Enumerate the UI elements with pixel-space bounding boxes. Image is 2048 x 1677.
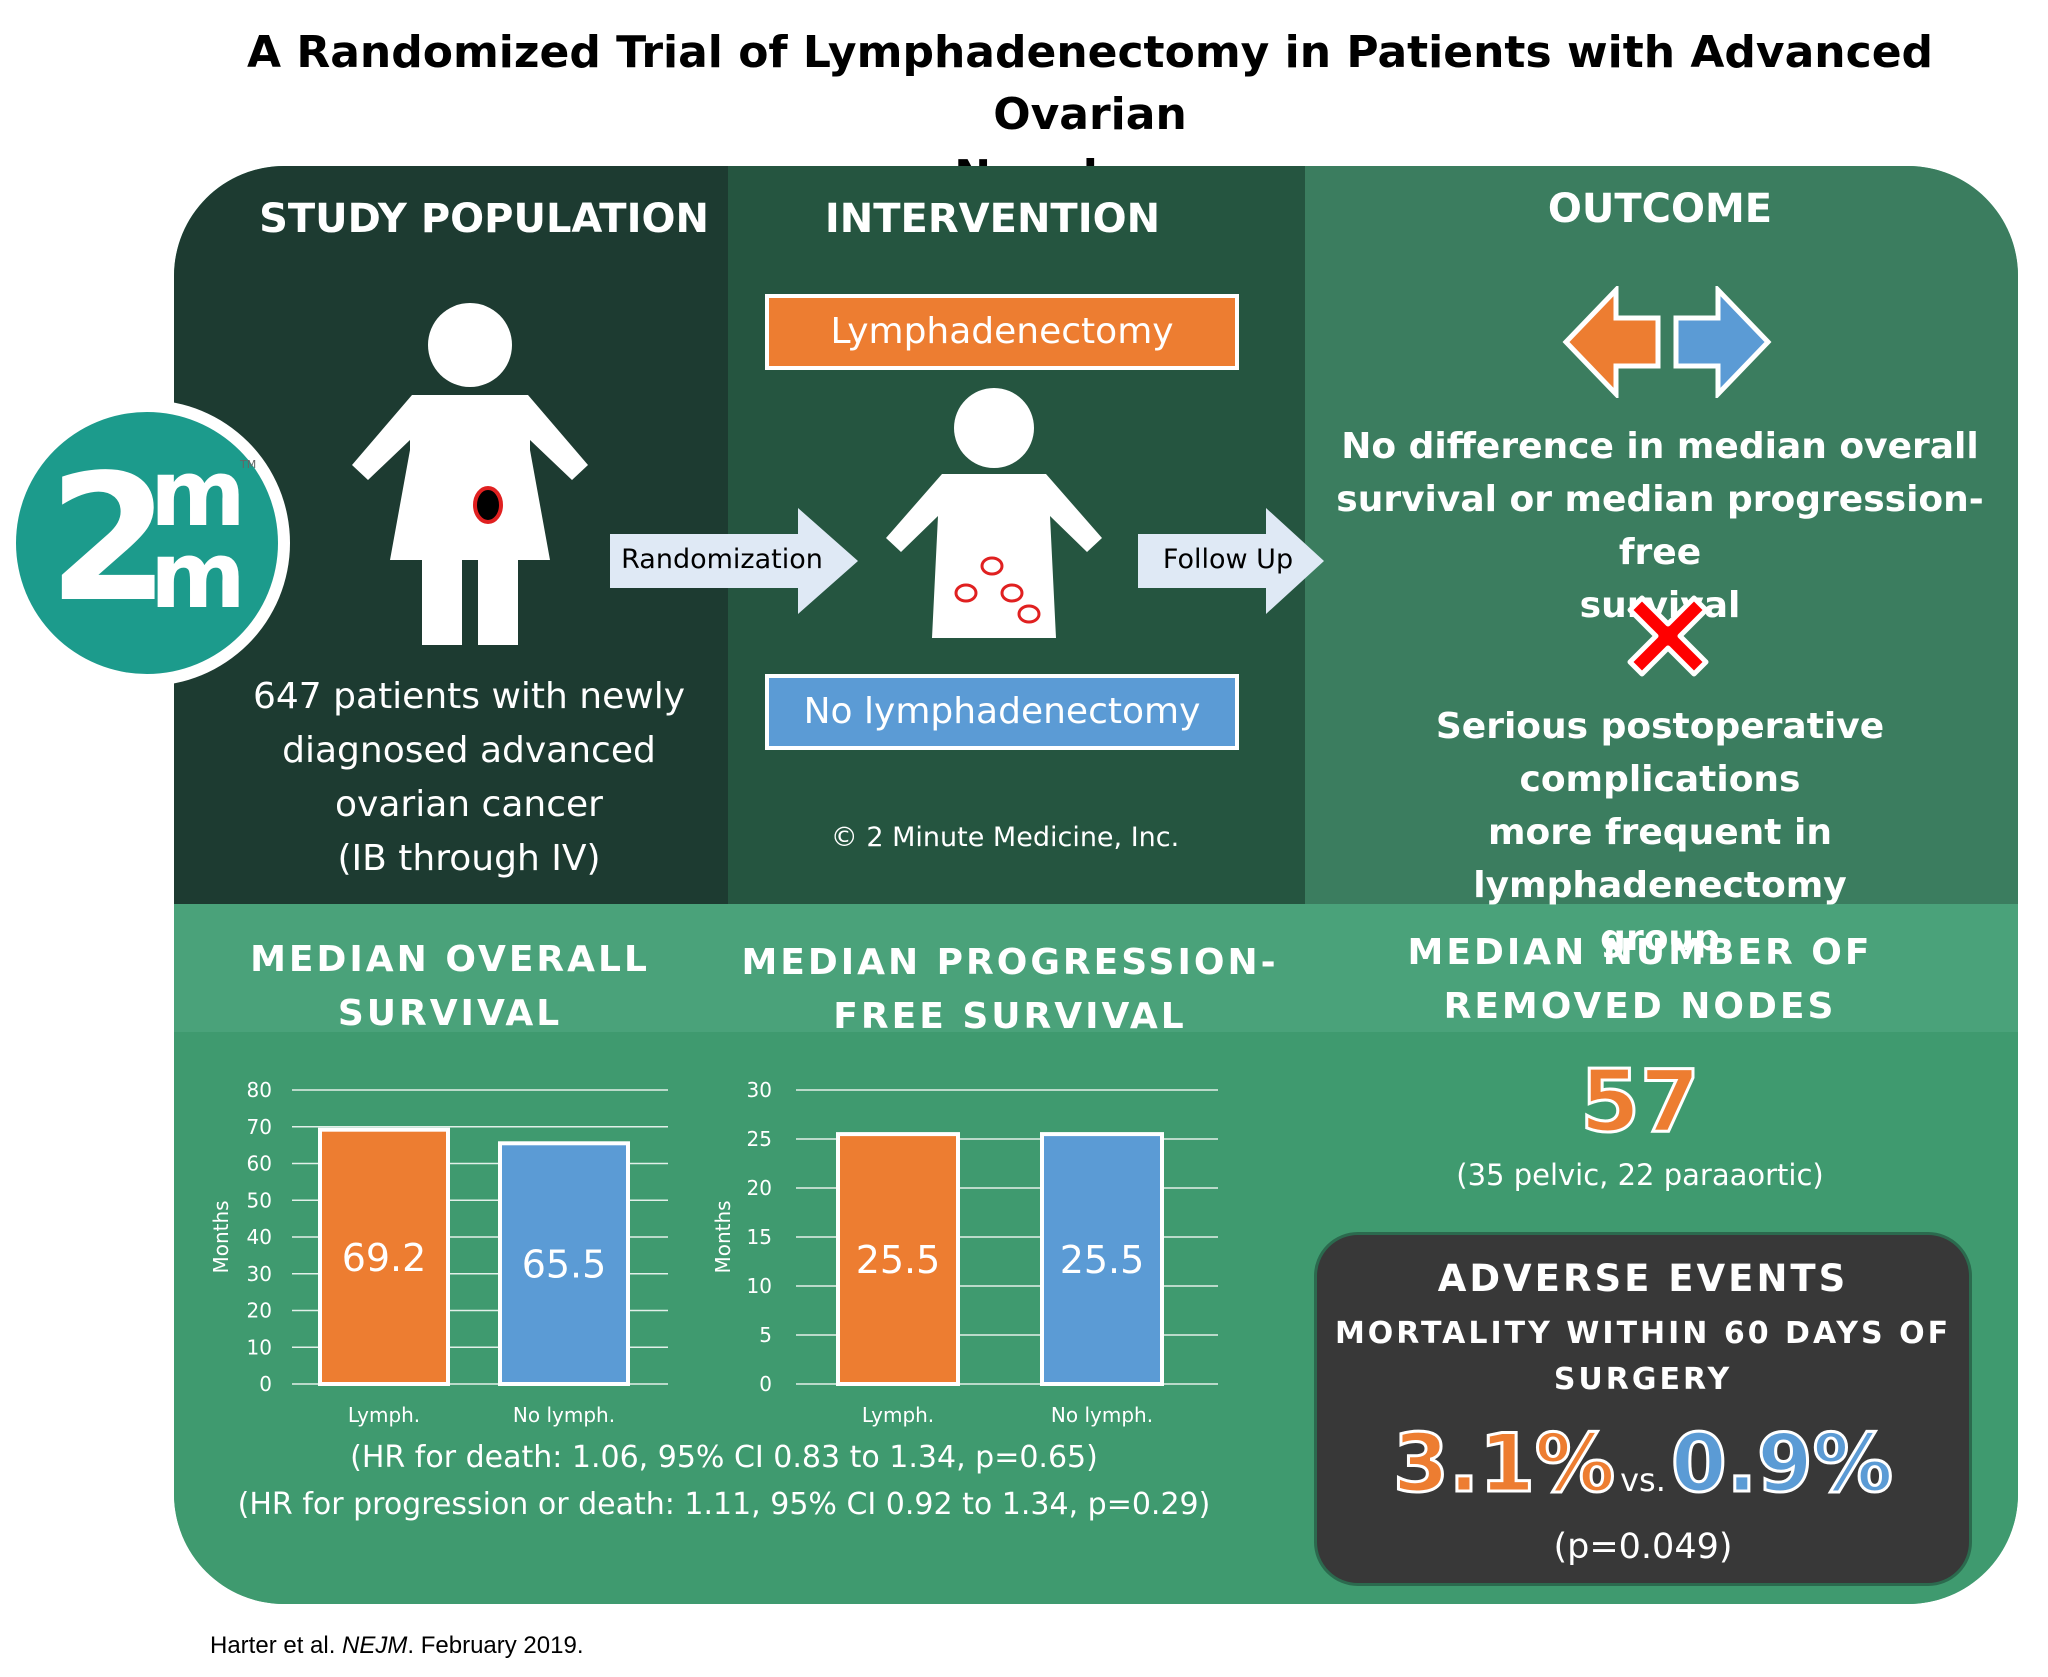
female-patient-lymph-nodes-icon — [886, 388, 1102, 638]
y-tick-label: 0 — [759, 1372, 772, 1396]
bar-value-label: 25.5 — [1060, 1238, 1145, 1282]
bar-value-label: 69.2 — [342, 1236, 427, 1280]
population-line-4: (IB through IV) — [337, 838, 601, 879]
hr-death-line: (HR for death: 1.06, 95% CI 0.83 to 1.34… — [350, 1440, 1098, 1475]
nodes-header-line-2: REMOVED NODES — [1443, 986, 1837, 1027]
outcome-secondary-result: Serious postoperative complications more… — [1300, 700, 2020, 965]
mortality-lymph-value: 3.1% — [1392, 1416, 1617, 1512]
os-header-line-1: MEDIAN OVERALL — [250, 939, 650, 980]
adverse-events-box: ADVERSE EVENTS MORTALITY WITHIN 60 DAYS … — [1314, 1232, 1972, 1586]
citation-date: . February 2019. — [407, 1632, 584, 1659]
y-axis-label: Months — [209, 1200, 233, 1273]
y-tick-label: 70 — [247, 1115, 272, 1139]
bar — [1040, 1132, 1164, 1386]
mortality-no-lymph-value: 0.9% — [1669, 1416, 1894, 1512]
copyright-notice: © 2 Minute Medicine, Inc. — [830, 822, 1180, 853]
pfs-header-line-1: MEDIAN PROGRESSION- — [741, 942, 1279, 983]
citation: Harter et al. NEJM. February 2019. — [210, 1632, 584, 1660]
mortality-p-value: (p=0.049) — [1553, 1527, 1733, 1567]
2mm-logo: 2 m m TM — [4, 400, 290, 686]
female-patient-icon — [352, 303, 588, 645]
y-tick-label: 30 — [247, 1262, 272, 1286]
left-right-arrows-icon — [1562, 286, 1772, 398]
hr-progression-line: (HR for progression or death: 1.11, 95% … — [237, 1487, 1211, 1522]
ae-sub-line-1: MORTALITY WITHIN 60 DAYS OF — [1334, 1316, 1952, 1351]
title-line-1: A Randomized Trial of Lymphadenectomy in… — [246, 27, 1934, 140]
y-tick-label: 20 — [247, 1299, 272, 1323]
removed-nodes-value: 57 — [1579, 1051, 1702, 1154]
logo-trademark: TM — [240, 458, 257, 471]
y-tick-label: 0 — [259, 1372, 272, 1396]
y-tick-label: 50 — [247, 1188, 272, 1212]
y-tick-label: 40 — [247, 1225, 272, 1249]
study-population-header: STUDY POPULATION — [259, 196, 709, 242]
outcome-secondary-line-1: Serious postoperative complications — [1435, 706, 1885, 800]
y-tick-label: 80 — [247, 1078, 272, 1102]
bar — [318, 1127, 450, 1386]
y-tick-label: 10 — [747, 1274, 772, 1298]
bar — [498, 1141, 630, 1386]
red-cross-icon — [1627, 595, 1709, 677]
outcome-primary-line-1: No difference in median overall — [1341, 426, 1979, 467]
y-tick-label: 30 — [747, 1078, 772, 1102]
y-axis-label: Months — [711, 1200, 735, 1273]
lymphadenectomy-arm-label: Lymphadenectomy — [765, 294, 1239, 370]
adverse-events-subheader: MORTALITY WITHIN 60 DAYS OF SURGERY — [1317, 1311, 1969, 1403]
x-category-label: Lymph. — [348, 1403, 420, 1427]
population-line-3: ovarian cancer — [335, 784, 603, 825]
mortality-vs: vs. — [1620, 1461, 1666, 1499]
median-pfs-header: MEDIAN PROGRESSION- FREE SURVIVAL — [740, 936, 1280, 1044]
population-line-2: diagnosed advanced — [282, 730, 656, 771]
y-tick-label: 60 — [247, 1152, 272, 1176]
logo-subscript: m — [150, 522, 246, 629]
bar-value-label: 65.5 — [522, 1243, 607, 1287]
y-tick-label: 20 — [747, 1176, 772, 1200]
removed-nodes-header: MEDIAN NUMBER OF REMOVED NODES — [1360, 926, 1920, 1034]
os-header-line-2: SURVIVAL — [337, 993, 563, 1034]
outcome-secondary-line-3: group — [1600, 918, 1720, 959]
outcome-panel — [1305, 166, 2018, 904]
y-tick-label: 15 — [747, 1225, 772, 1249]
nodes-header-line-1: MEDIAN NUMBER OF — [1407, 932, 1873, 973]
infographic-title: A Randomized Trial of Lymphadenectomy in… — [170, 22, 2010, 208]
randomization-label: Randomization — [621, 544, 823, 575]
removed-nodes-detail: (35 pelvic, 22 paraaortic) — [1456, 1158, 1824, 1192]
y-tick-label: 5 — [759, 1323, 772, 1347]
follow-up-label: Follow Up — [1162, 544, 1294, 575]
outcome-secondary-line-2: more frequent in lymphadenectomy — [1473, 812, 1847, 906]
logo-numeral: 2 — [48, 438, 170, 641]
outcome-header: OUTCOME — [1547, 186, 1773, 232]
x-category-label: Lymph. — [862, 1403, 934, 1427]
bar — [836, 1132, 960, 1386]
median-os-header: MEDIAN OVERALL SURVIVAL — [230, 933, 670, 1041]
ae-sub-line-2: SURGERY — [1553, 1362, 1733, 1397]
population-line-1: 647 patients with newly — [253, 676, 685, 717]
logo-superscript: m — [150, 440, 246, 547]
follow-up-arrow — [1138, 508, 1324, 614]
intervention-header: INTERVENTION — [824, 196, 1161, 242]
outcome-primary-result: No difference in median overall survival… — [1310, 420, 2010, 632]
y-tick-label: 25 — [747, 1127, 772, 1151]
pfs-header-line-2: FREE SURVIVAL — [833, 996, 1187, 1037]
citation-authors: Harter et al. — [210, 1632, 343, 1659]
outcome-primary-line-2: survival or median progression-free — [1336, 479, 1984, 573]
bar-value-label: 25.5 — [856, 1238, 941, 1282]
x-category-label: No lymph. — [513, 1403, 615, 1427]
no-lymphadenectomy-arm-label: No lymphadenectomy — [765, 674, 1239, 750]
adverse-events-header: ADVERSE EVENTS — [1437, 1257, 1849, 1300]
citation-journal: NEJM — [342, 1632, 408, 1659]
study-population-description: 647 patients with newly diagnosed advanc… — [174, 670, 764, 886]
x-category-label: No lymph. — [1051, 1403, 1153, 1427]
y-tick-label: 10 — [247, 1335, 272, 1359]
mortality-comparison: 3.1% vs. 0.9% — [1317, 1416, 1969, 1512]
randomization-arrow — [610, 508, 858, 614]
